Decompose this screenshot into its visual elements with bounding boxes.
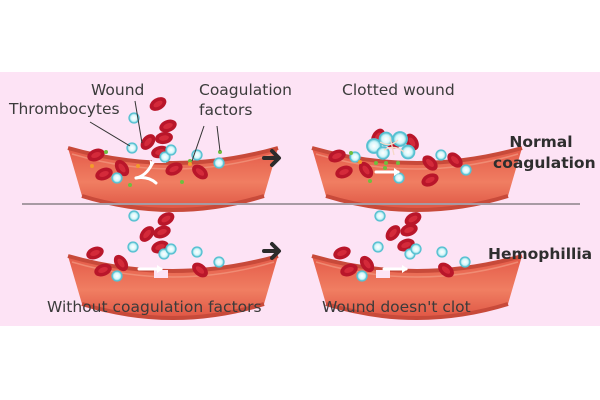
label-wound: Wound — [91, 81, 145, 99]
callout-lines — [89, 100, 221, 162]
coagulation-factors — [90, 150, 222, 187]
vessel-no-clot — [310, 254, 524, 320]
row-label-normal-2: coagulation — [493, 154, 596, 172]
right-arrow-icon — [262, 242, 281, 260]
right-arrow-icon — [262, 149, 281, 167]
vessel-no-factors — [66, 254, 280, 320]
row-label-hemophilia: Hemophillia — [488, 245, 593, 263]
caption-wound-no-clot: Wound doesn't clot — [322, 298, 471, 316]
caption-without-factors: Without coagulation factors — [47, 298, 262, 316]
label-thrombocytes: Thrombocytes — [9, 100, 120, 118]
coagulation-factors-clotted — [349, 151, 400, 183]
label-coagulation-factors-1: Coagulation — [199, 81, 292, 99]
caption-clotted-wound: Clotted wound — [342, 81, 455, 99]
clot — [366, 126, 422, 160]
flow-arrows-diverging — [134, 160, 158, 185]
row-label-normal-1: Normal — [509, 133, 573, 151]
label-coagulation-factors-2: factors — [199, 101, 253, 119]
row-divider — [22, 203, 580, 205]
